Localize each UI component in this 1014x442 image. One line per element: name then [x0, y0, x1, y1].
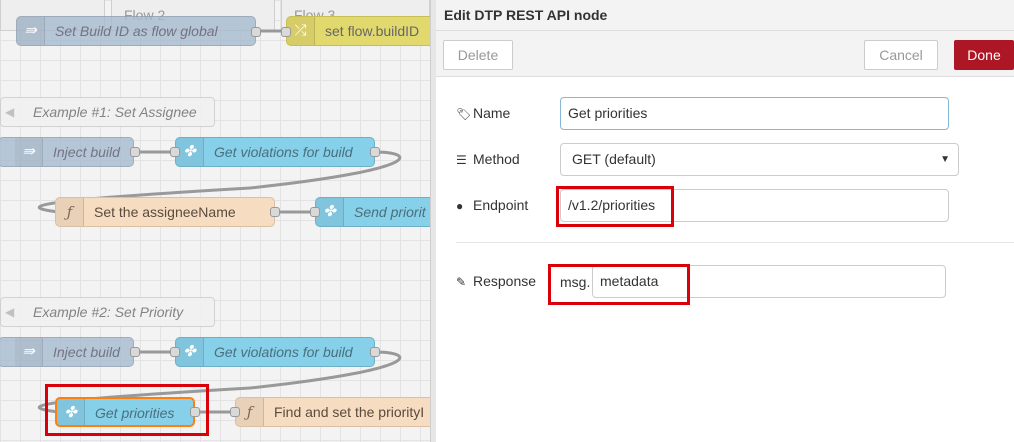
response-label-text: Response — [473, 273, 537, 289]
node-label: Get violations for build — [214, 144, 353, 160]
node-find-priority[interactable]: ƒ Find and set the priorityI — [235, 397, 430, 427]
list-icon: ☰ — [456, 153, 467, 167]
comment-example-1[interactable]: ◀ Example #1: Set Assignee — [0, 97, 215, 127]
name-input[interactable]: Get priorities — [560, 97, 949, 130]
input-port[interactable] — [230, 407, 240, 417]
output-port[interactable] — [251, 27, 261, 37]
arrow-icon: ⇛ — [17, 17, 45, 45]
node-get-violations-1[interactable]: ✤ Get violations for build — [175, 137, 375, 167]
node-get-violations-2[interactable]: ✤ Get violations for build — [175, 337, 375, 367]
node-inject-build-1[interactable]: ⇛ Inject build — [0, 137, 134, 167]
node-label: Inject build — [53, 144, 120, 160]
function-icon: ƒ — [56, 198, 84, 226]
method-select-value: GET (default) — [572, 151, 656, 167]
puzzle-icon: ✤ — [57, 399, 85, 425]
function-icon: ƒ — [236, 398, 264, 426]
name-input-value: Get priorities — [568, 105, 648, 121]
comment-icon: ◀ — [5, 305, 15, 319]
comment-label: Example #1: Set Assignee — [33, 104, 197, 120]
node-label: Find and set the priorityI — [274, 404, 425, 420]
response-input-value: metadata — [600, 273, 659, 289]
node-get-priorities[interactable]: ✤ Get priorities — [55, 397, 195, 427]
method-select[interactable]: GET (default) ▼ — [560, 143, 959, 176]
cancel-button[interactable]: Cancel — [864, 40, 938, 70]
puzzle-icon: ✤ — [176, 138, 204, 166]
wire-ex1-loop — [37, 150, 402, 214]
name-label-text: Name — [473, 105, 511, 121]
input-port[interactable] — [281, 27, 291, 37]
comment-label: Example #2: Set Priority — [33, 304, 184, 320]
output-port[interactable] — [130, 347, 140, 357]
node-label: Get violations for build — [214, 344, 353, 360]
input-port[interactable] — [170, 347, 180, 357]
node-label: Set the assigneeName — [94, 204, 236, 220]
endpoint-input-value: /v1.2/priorities — [568, 197, 656, 213]
node-set-assignee[interactable]: ƒ Set the assigneeName — [55, 197, 275, 227]
endpoint-label: ● Endpoint — [456, 197, 528, 213]
caret-down-icon: ▼ — [940, 154, 950, 165]
output-port[interactable] — [370, 147, 380, 157]
input-port[interactable] — [310, 207, 320, 217]
response-input[interactable]: metadata — [592, 265, 946, 298]
node-label: Inject build — [53, 344, 120, 360]
done-button[interactable]: Done — [954, 40, 1014, 70]
output-port[interactable] — [270, 207, 280, 217]
flow-workspace[interactable]: Flow 2 Flow 3 ⇛ Set Build ID as flow glo… — [0, 0, 430, 442]
comment-example-2[interactable]: ◀ Example #2: Set Priority — [0, 297, 215, 327]
method-label-text: Method — [473, 151, 520, 167]
tag-icon: 🏷 — [456, 107, 472, 121]
wire-ex2-loop — [37, 350, 402, 414]
tray-toolbar: Delete Cancel Done — [436, 31, 1014, 77]
node-label: Send priorit — [354, 204, 426, 220]
node-send-priority[interactable]: ✤ Send priorit — [315, 197, 430, 227]
puzzle-icon: ✤ — [176, 338, 204, 366]
inject-arrow-icon: ⇛ — [15, 138, 43, 166]
edit-tray: Edit DTP REST API node Delete Cancel Don… — [436, 0, 1014, 442]
tray-title: Edit DTP REST API node — [436, 0, 1014, 31]
output-port[interactable] — [190, 407, 200, 417]
endpoint-input[interactable]: /v1.2/priorities — [560, 189, 949, 222]
node-set-build-id[interactable]: ⇛ Set Build ID as flow global — [16, 16, 256, 46]
form-divider — [456, 242, 1014, 243]
input-port[interactable] — [170, 147, 180, 157]
output-port[interactable] — [370, 347, 380, 357]
response-prefix: msg. — [560, 274, 591, 290]
change-icon: ⤮ — [287, 17, 315, 45]
edit-icon: ✎ — [456, 275, 467, 289]
delete-button[interactable]: Delete — [443, 40, 513, 70]
name-label: 🏷Name — [456, 105, 510, 121]
highlight-get-priorities-node — [45, 384, 209, 436]
puzzle-icon: ✤ — [316, 198, 344, 226]
inject-arrow-icon: ⇛ — [15, 338, 43, 366]
globe-icon: ● — [456, 199, 464, 213]
endpoint-label-text: Endpoint — [473, 197, 529, 213]
node-label: Set Build ID as flow global — [55, 23, 218, 39]
workspace-splitter[interactable] — [430, 0, 436, 442]
output-port[interactable] — [130, 147, 140, 157]
highlight-response-field — [548, 264, 690, 305]
highlight-endpoint-field — [556, 186, 674, 227]
node-set-flow-build-id[interactable]: ⤮ set flow.buildID — [286, 16, 430, 46]
node-label: set flow.buildID — [325, 23, 420, 39]
response-label: ✎ Response — [456, 273, 536, 289]
method-label: ☰ Method — [456, 151, 520, 167]
node-inject-build-2[interactable]: ⇛ Inject build — [0, 337, 134, 367]
node-label: Get priorities — [95, 405, 175, 421]
comment-icon: ◀ — [5, 105, 15, 119]
